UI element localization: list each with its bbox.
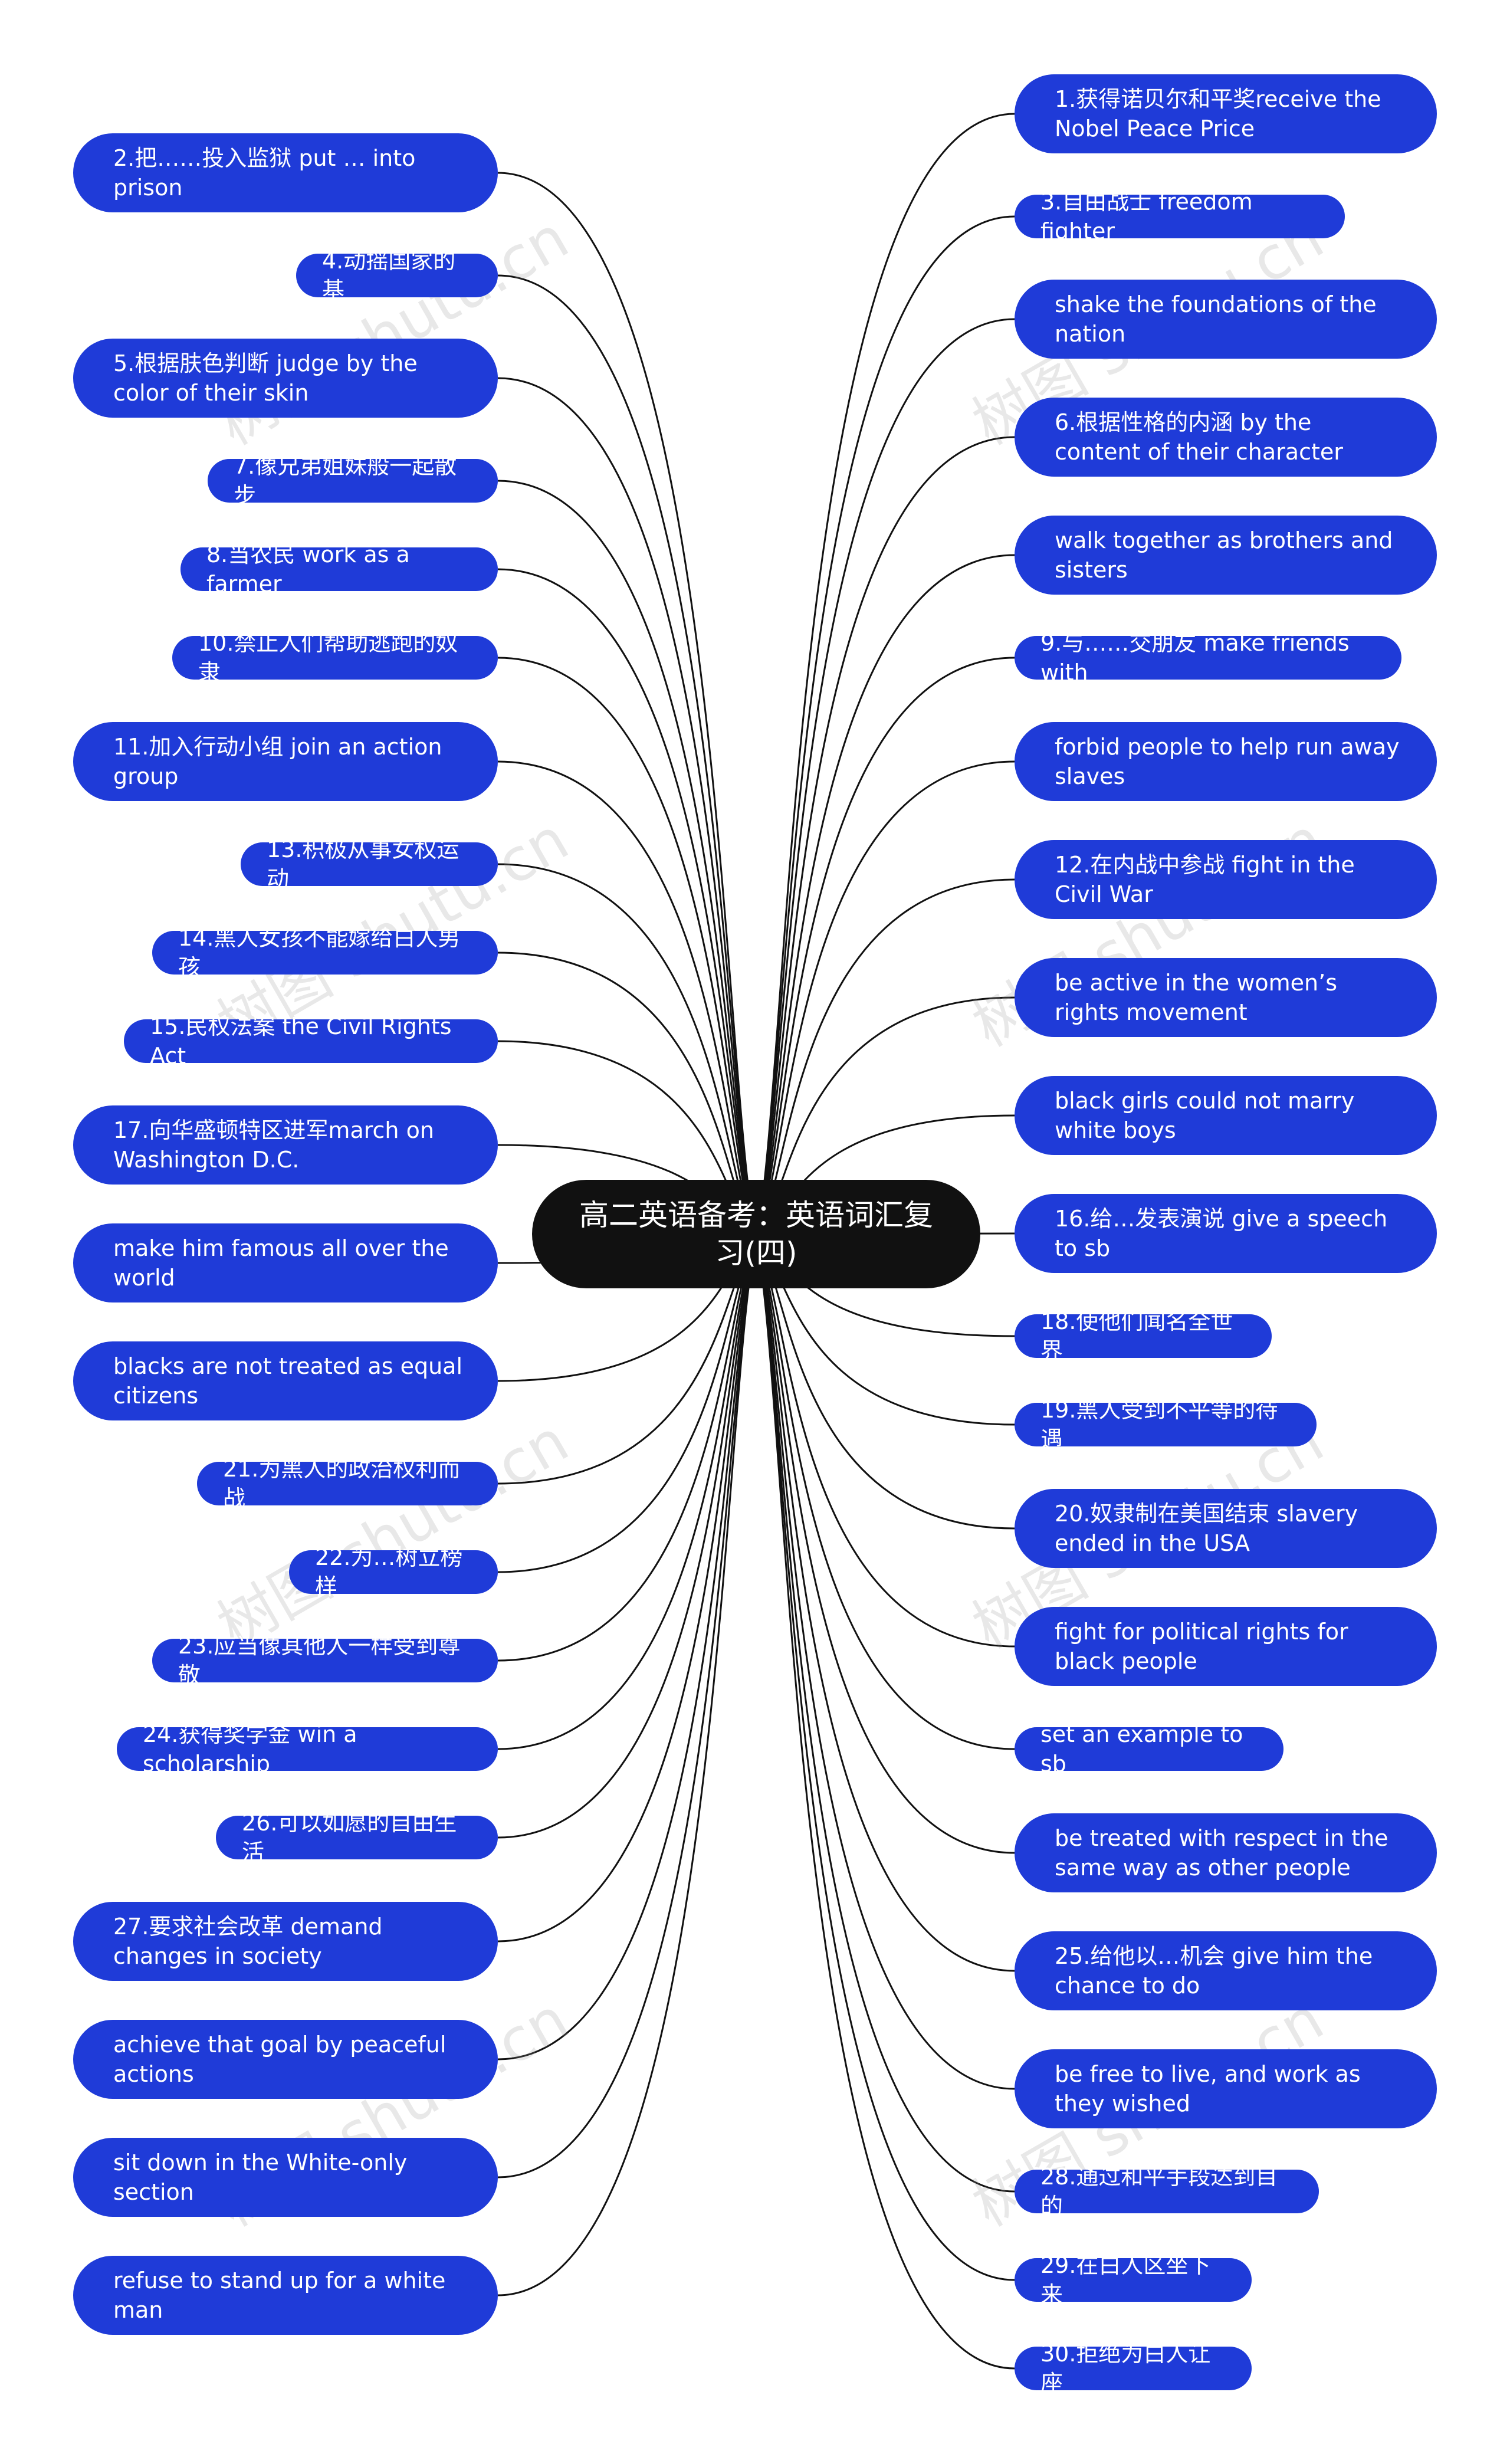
left-node-7[interactable]: 11.加入行动小组 join an action group <box>73 722 498 801</box>
left-node-9[interactable]: 14.黑人女孩不能嫁给白人男孩 <box>152 925 498 980</box>
left-node-2[interactable]: 4.动摇国家的基 <box>296 248 498 303</box>
connector-line <box>497 1238 757 2061</box>
right-node-8[interactable]: 12.在内战中参战 fight in the Civil War <box>1015 840 1437 919</box>
connector-line <box>497 1238 757 1573</box>
connector-line <box>755 113 1015 1239</box>
right-node-20[interactable]: 28.通过和平手段达到目的 <box>1015 2164 1319 2219</box>
right-node-1[interactable]: 1.获得诺贝尔和平奖receive the Nobel Peace Price <box>1015 74 1437 153</box>
left-node-4[interactable]: 7.像兄弟姐妹般一起散步 <box>208 453 498 508</box>
connector-line <box>755 1238 1015 1648</box>
connector-line <box>497 657 757 1239</box>
right-node-4[interactable]: 6.根据性格的内涵 by the content of their charac… <box>1015 398 1437 477</box>
root-title: 高二英语备考：英语词汇复习(四) <box>579 1198 933 1270</box>
connector-line <box>755 215 1015 1239</box>
right-node-5[interactable]: walk together as brothers and sisters <box>1015 516 1437 595</box>
left-node-22[interactable]: refuse to stand up for a white man <box>73 2256 498 2335</box>
left-node-20[interactable]: achieve that goal by peaceful actions <box>73 2020 498 2099</box>
right-node-17[interactable]: be treated with respect in the same way … <box>1015 1813 1437 1892</box>
left-node-16[interactable]: 23.应当像其他人一样受到尊敬 <box>152 1633 498 1688</box>
left-node-8[interactable]: 13.积极从事女权运动 <box>241 836 498 892</box>
right-node-12[interactable]: 18.使他们闻名全世界 <box>1015 1308 1272 1364</box>
connector-line <box>497 568 757 1239</box>
connector-line <box>497 172 757 1239</box>
connector-line <box>755 436 1015 1239</box>
connector-line <box>497 1238 757 2296</box>
right-node-14[interactable]: 20.奴隶制在美国结束 slavery ended in the USA <box>1015 1489 1437 1568</box>
connector-line <box>497 1238 757 1839</box>
connector-line <box>755 1238 1015 2370</box>
right-node-16[interactable]: set an example to sb <box>1015 1721 1284 1777</box>
connector-line <box>755 657 1015 1239</box>
right-node-15[interactable]: fight for political rights for black peo… <box>1015 1607 1437 1686</box>
left-node-10[interactable]: 15.民权法案 the Civil Rights Act <box>124 1013 498 1069</box>
right-node-19[interactable]: be free to live, and work as they wished <box>1015 2049 1437 2128</box>
connector-line <box>497 1238 757 2178</box>
connector-line <box>497 480 757 1239</box>
left-node-12[interactable]: make him famous all over the world <box>73 1223 498 1302</box>
connector-line <box>497 274 757 1239</box>
connector-line <box>497 377 757 1239</box>
left-node-19[interactable]: 27.要求社会改革 demand changes in society <box>73 1902 498 1981</box>
left-node-21[interactable]: sit down in the White-only section <box>73 2138 498 2217</box>
right-node-22[interactable]: 30.拒绝为白人让座 <box>1015 2341 1252 2396</box>
connector-line <box>755 1238 1015 1854</box>
left-node-15[interactable]: 22.为…树立榜样 <box>289 1544 498 1600</box>
connector-line <box>755 1238 1015 2193</box>
connector-line <box>755 318 1015 1239</box>
left-node-13[interactable]: blacks are not treated as equal citizens <box>73 1341 498 1420</box>
connector-line <box>497 1238 757 1750</box>
right-node-3[interactable]: shake the foundations of the nation <box>1015 280 1437 359</box>
right-node-21[interactable]: 29.在白人区坐下来 <box>1015 2252 1252 2308</box>
left-node-18[interactable]: 26.可以如愿的自由生活 <box>216 1810 498 1865</box>
connector-line <box>755 1238 1015 1972</box>
connector-line <box>755 1238 1015 1750</box>
left-node-11[interactable]: 17.向华盛顿特区进军march on Washington D.C. <box>73 1105 498 1185</box>
connector-line <box>497 1238 757 1943</box>
right-node-7[interactable]: forbid people to help run away slaves <box>1015 722 1437 801</box>
left-node-1[interactable]: 2.把……投入监狱 put … into prison <box>73 133 498 212</box>
left-node-5[interactable]: 8.当农民 work as a farmer <box>180 542 498 597</box>
right-node-6[interactable]: 9.与……交朋友 make friends with <box>1015 630 1401 685</box>
left-node-3[interactable]: 5.根据肤色判断 judge by the color of their ski… <box>73 339 498 418</box>
right-node-13[interactable]: 19.黑人受到不平等的待遇 <box>1015 1397 1317 1452</box>
connector-line <box>755 1238 1015 2090</box>
left-node-6[interactable]: 10.禁止人们帮助逃跑的奴隶 <box>172 630 498 685</box>
left-node-14[interactable]: 21.为黑人的政治权利而战 <box>197 1456 498 1511</box>
right-node-10[interactable]: black girls could not marry white boys <box>1015 1076 1437 1155</box>
right-node-18[interactable]: 25.给他以…机会 give him the chance to do <box>1015 1931 1437 2010</box>
right-node-2[interactable]: 3.自由战士 freedom fighter <box>1015 189 1345 244</box>
left-node-17[interactable]: 24.获得奖学金 win a scholarship <box>117 1721 498 1777</box>
right-node-11[interactable]: 16.给…发表演说 give a speech to sb <box>1015 1194 1437 1273</box>
right-node-9[interactable]: be active in the women’s rights movement <box>1015 958 1437 1037</box>
root-topic[interactable]: 高二英语备考：英语词汇复习(四) <box>532 1180 980 1288</box>
connector-line <box>755 554 1015 1239</box>
